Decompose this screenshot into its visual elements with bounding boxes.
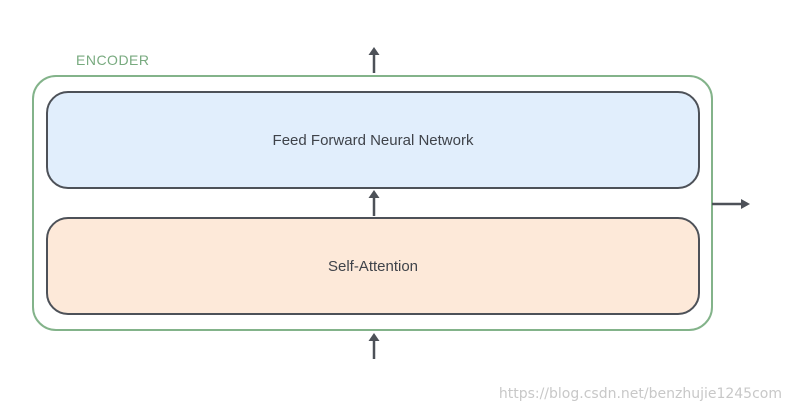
feed-forward-label: Feed Forward Neural Network [272, 131, 474, 149]
watermark-text: https://blog.csdn.net/benzhujie1245com [498, 386, 782, 402]
self-attention-label: Self-Attention [327, 257, 419, 275]
output-right-arrow-icon [712, 199, 750, 209]
self-attention-layer: Self-Attention [46, 217, 700, 315]
input-up-arrow-icon [368, 333, 380, 359]
encoder-label: ENCODER [76, 52, 150, 68]
between-layers-arrow-icon [368, 190, 380, 216]
feed-forward-layer: Feed Forward Neural Network [46, 91, 700, 189]
output-up-arrow-icon [368, 47, 380, 73]
